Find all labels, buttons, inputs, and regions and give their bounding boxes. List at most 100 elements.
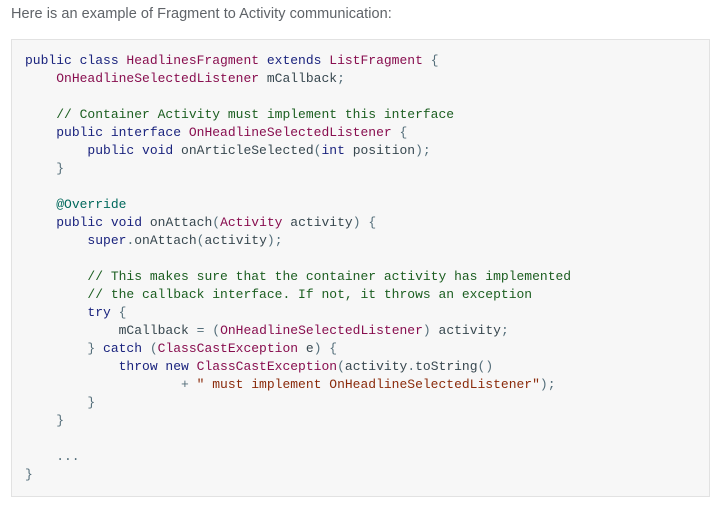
code-token: try xyxy=(87,305,111,320)
code-token: onArticleSelected xyxy=(181,143,314,158)
code-token: @Override xyxy=(56,197,127,212)
code-token xyxy=(25,143,87,158)
code-listing: public class HeadlinesFragment extends L… xyxy=(25,52,571,484)
code-token: { xyxy=(110,305,127,320)
code-token: . xyxy=(407,359,416,374)
code-token: ClassCastException xyxy=(196,359,338,374)
code-token: throw new xyxy=(118,359,197,374)
code-token: { xyxy=(422,53,439,68)
code-token: = ( xyxy=(188,323,221,338)
code-token xyxy=(25,197,56,212)
code-token: ( xyxy=(196,233,205,248)
code-line: @Override xyxy=(25,196,571,214)
code-token: ; xyxy=(337,71,345,86)
code-token: ) xyxy=(422,323,439,338)
code-line: public interface OnHeadlineSelectedListe… xyxy=(25,124,571,142)
code-token: catch xyxy=(103,341,143,356)
code-token: ) { xyxy=(352,215,377,230)
code-line: public void onArticleSelected(int positi… xyxy=(25,142,571,160)
code-token: ( xyxy=(337,359,345,374)
code-line: public class HeadlinesFragment extends L… xyxy=(25,52,571,70)
code-token: } xyxy=(25,341,104,356)
code-token: " must implement OnHeadlineSelectedListe… xyxy=(196,377,540,392)
code-line: // the callback interface. If not, it th… xyxy=(25,286,571,304)
code-token: onAttach xyxy=(149,215,213,230)
code-token: mCallback xyxy=(259,71,338,86)
code-line: OnHeadlineSelectedListener mCallback; xyxy=(25,70,571,88)
code-token: HeadlinesFragment xyxy=(126,53,260,68)
code-token xyxy=(25,107,56,122)
code-token: public class xyxy=(25,53,127,68)
code-token xyxy=(25,71,56,86)
code-token xyxy=(25,359,119,374)
code-line xyxy=(25,250,571,268)
code-token: Activity xyxy=(220,215,283,230)
intro-text: Here is an example of Fragment to Activi… xyxy=(11,6,392,22)
code-line: } xyxy=(25,160,571,178)
code-token: activity xyxy=(204,233,267,248)
code-token: ( xyxy=(212,215,221,230)
code-token: { xyxy=(391,125,408,140)
code-token: } xyxy=(25,395,96,410)
code-token: int xyxy=(321,143,345,158)
code-token xyxy=(25,305,87,320)
code-token: ); xyxy=(266,233,283,248)
code-token: OnHeadlineSelectedListener xyxy=(188,125,392,140)
code-token xyxy=(25,233,87,248)
code-token: position xyxy=(344,143,416,158)
code-token: public void xyxy=(56,215,150,230)
code-token: super xyxy=(87,233,127,248)
code-token xyxy=(25,323,119,338)
code-line: + " must implement OnHeadlineSelectedLis… xyxy=(25,376,571,394)
code-line: } catch (ClassCastException e) { xyxy=(25,340,571,358)
code-line: // Container Activity must implement thi… xyxy=(25,106,571,124)
code-token xyxy=(25,269,87,284)
code-token: onAttach xyxy=(134,233,197,248)
code-line: } xyxy=(25,394,571,412)
code-token: public void xyxy=(87,143,182,158)
code-token: ; xyxy=(500,323,509,338)
code-token: ClassCastException xyxy=(157,341,299,356)
code-token: activity xyxy=(282,215,353,230)
code-token: } xyxy=(25,161,65,176)
code-token: . xyxy=(126,233,135,248)
code-token: ListFragment xyxy=(329,53,423,68)
code-line xyxy=(25,178,571,196)
code-token: activity xyxy=(438,323,501,338)
code-token: } xyxy=(25,413,65,428)
code-token: ) { xyxy=(313,341,338,356)
code-line: mCallback = (OnHeadlineSelectedListener)… xyxy=(25,322,571,340)
code-line: // This makes sure that the container ac… xyxy=(25,268,571,286)
code-token xyxy=(25,215,56,230)
code-line: super.onAttach(activity); xyxy=(25,232,571,250)
code-token: OnHeadlineSelectedListener xyxy=(56,71,260,86)
code-token: e xyxy=(298,341,314,356)
code-token: mCallback xyxy=(118,323,189,338)
code-token xyxy=(25,287,87,302)
code-line: } xyxy=(25,466,571,484)
code-token: toString xyxy=(415,359,478,374)
code-line: throw new ClassCastException(activity.to… xyxy=(25,358,571,376)
code-token: } xyxy=(25,467,33,482)
code-token: activity xyxy=(344,359,408,374)
code-token: ); xyxy=(415,143,431,158)
code-line xyxy=(25,430,571,448)
code-token: OnHeadlineSelectedListener xyxy=(220,323,423,338)
code-token: // Container Activity must implement thi… xyxy=(56,107,455,122)
code-line xyxy=(25,88,571,106)
code-token: // the callback interface. If not, it th… xyxy=(87,287,533,302)
code-block: public class HeadlinesFragment extends L… xyxy=(11,39,710,497)
code-line: public void onAttach(Activity activity) … xyxy=(25,214,571,232)
code-line: try { xyxy=(25,304,571,322)
code-token: () xyxy=(477,359,494,374)
code-token: public interface xyxy=(56,125,189,140)
code-token: ); xyxy=(539,377,556,392)
code-token: ( xyxy=(313,143,322,158)
code-token: ( xyxy=(142,341,158,356)
code-line: } xyxy=(25,412,571,430)
code-token: // This makes sure that the container ac… xyxy=(87,269,572,284)
code-token: extends xyxy=(259,53,330,68)
code-token xyxy=(25,125,56,140)
code-token: ... xyxy=(25,449,80,464)
code-line: ... xyxy=(25,448,571,466)
